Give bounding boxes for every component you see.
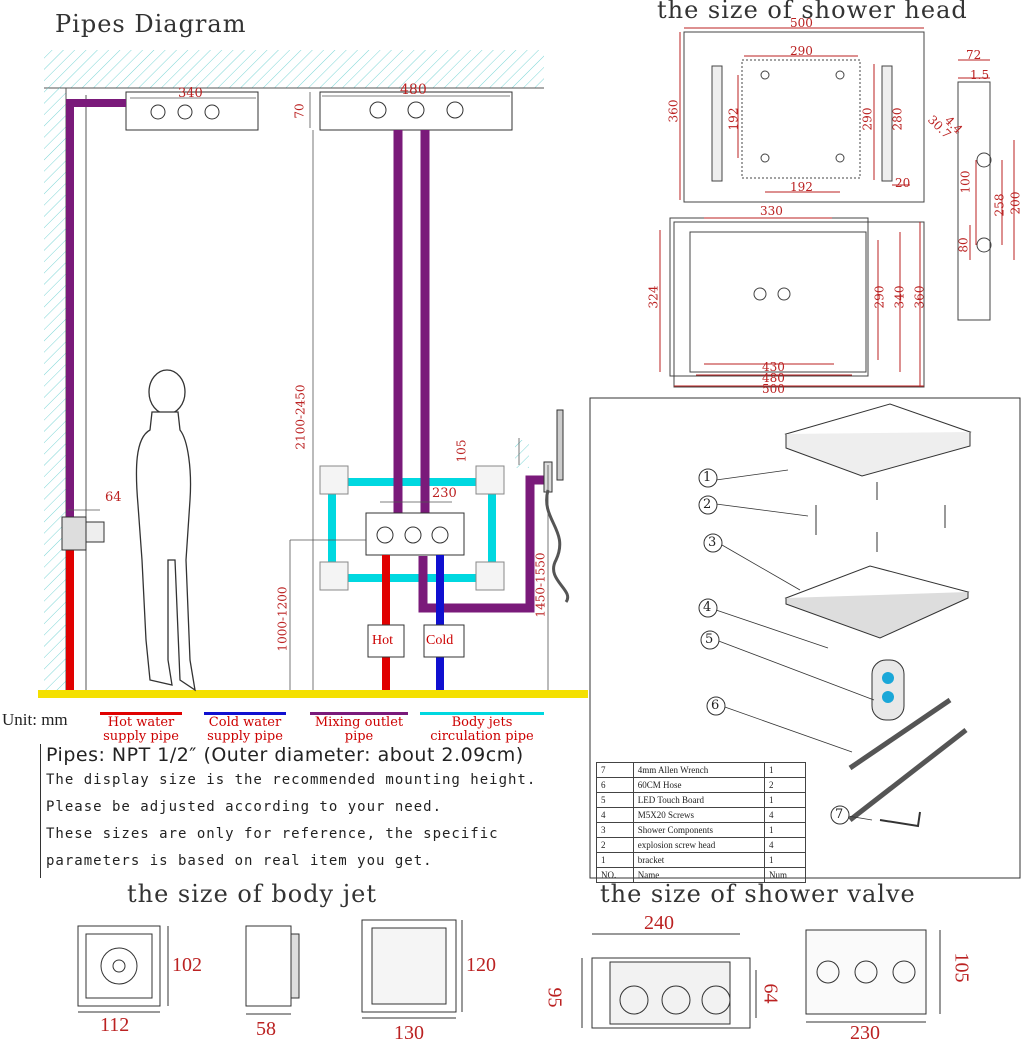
sh-dim-324: 324 xyxy=(646,285,661,309)
sh-dim-430: 430 xyxy=(762,360,785,374)
callout-6: 6 xyxy=(711,698,720,713)
cold-label: Cold xyxy=(426,633,454,648)
dim-230: 230 xyxy=(432,486,457,501)
legend-hot-water: Hot water supply pipe xyxy=(100,712,182,744)
legend-mixing-outlet: Mixing outlet pipe xyxy=(310,712,408,744)
exploded-parts xyxy=(784,403,972,828)
bj-dim-112: 112 xyxy=(100,1014,130,1036)
dim-70: 70 xyxy=(292,103,307,119)
shower-valve-size-title: the size of shower valve xyxy=(600,880,916,908)
large-head-top xyxy=(319,91,513,131)
pipes-diagram-title: Pipes Diagram xyxy=(55,10,247,38)
shower-head-side-view xyxy=(957,59,1015,321)
sh-dim-back-500: 500 xyxy=(762,382,785,396)
valve-dim-95: 95 xyxy=(543,987,566,1008)
legend-hot-line1: Hot water xyxy=(107,715,175,730)
unit-label: Unit: mm xyxy=(2,710,68,729)
sh-dim-480: 480 xyxy=(762,371,785,385)
sh-dim-20: 20 xyxy=(895,176,911,190)
dim-64: 64 xyxy=(105,490,122,505)
person-figure xyxy=(135,369,196,692)
valve-dim-240: 240 xyxy=(644,912,674,934)
valve-drawings xyxy=(581,929,941,1029)
sh-dim-290-v: 290 xyxy=(860,107,875,131)
legend: Hot water supply pipe Cold water supply … xyxy=(100,698,570,744)
dim-1000-1200: 1000-1200 xyxy=(275,586,290,652)
dim-105: 105 xyxy=(454,439,469,463)
sh-dim-192-v: 192 xyxy=(726,107,741,131)
shower-head-back-view xyxy=(659,217,925,388)
wall-hatch xyxy=(44,88,66,693)
sh-dim-back-360: 360 xyxy=(912,285,927,309)
sh-dim-80: 80 xyxy=(956,237,971,253)
sh-dim-280: 280 xyxy=(890,107,905,131)
hot-label: Hot xyxy=(372,633,393,648)
dim-1450-1550: 1450-1550 xyxy=(533,552,548,618)
sh-dim-100: 100 xyxy=(958,170,973,194)
legend-bodyjets-line2: circulation pipe xyxy=(430,729,534,744)
sh-dim-200: 200 xyxy=(1008,191,1023,215)
sh-dim-360: 360 xyxy=(666,99,681,123)
note-line-1: The display size is the recommended moun… xyxy=(46,772,537,788)
body-jet-size-title: the size of body jet xyxy=(127,880,378,908)
legend-mixing-line2: pipe xyxy=(344,729,374,744)
bj-dim-130: 130 xyxy=(394,1022,424,1044)
legend-mixing-line1: Mixing outlet xyxy=(314,715,404,730)
sh-dim-340: 340 xyxy=(892,285,907,309)
note-line-3: These sizes are only for reference, the … xyxy=(46,826,499,842)
valve-dim-230: 230 xyxy=(850,1022,880,1044)
note-line-2: Please be adjusted according to your nee… xyxy=(46,799,443,815)
sh-dim-330: 330 xyxy=(760,204,783,218)
callout-1: 1 xyxy=(703,470,712,485)
sh-dim-back-290: 290 xyxy=(872,285,887,309)
legend-cold-water: Cold water supply pipe xyxy=(204,712,286,744)
sh-dim-258: 258 xyxy=(992,193,1007,217)
valve-dim-64: 64 xyxy=(759,983,782,1004)
valve-dim-105: 105 xyxy=(950,952,973,983)
dim-340: 340 xyxy=(178,86,203,101)
shower-head-top-view xyxy=(679,27,925,203)
sh-dim-192-h: 192 xyxy=(790,180,813,194)
sh-dim-290: 290 xyxy=(790,44,813,58)
pipes-spec-note: Pipes: NPT 1/2″ (Outer diameter: about 2… xyxy=(46,744,524,766)
notes-rule xyxy=(40,744,41,878)
legend-bodyjets-line1: Body jets xyxy=(451,715,513,730)
bj-dim-120: 120 xyxy=(466,954,496,976)
note-line-4: parameters is based on real item you get… xyxy=(46,853,433,869)
callout-5: 5 xyxy=(705,632,714,647)
legend-body-jets: Body jets circulation pipe xyxy=(420,712,544,744)
valve-body xyxy=(365,512,465,556)
body-jet-drawings xyxy=(77,919,463,1019)
callout-3: 3 xyxy=(708,535,717,550)
dim-2100-2450: 2100-2450 xyxy=(293,384,308,450)
dim-480: 480 xyxy=(400,82,427,98)
callout-4: 4 xyxy=(703,600,712,615)
legend-cold-line2: supply pipe xyxy=(207,729,283,744)
bj-dim-58: 58 xyxy=(256,1018,276,1040)
ceiling-hatch xyxy=(44,50,544,88)
legend-hot-line2: supply pipe xyxy=(103,729,179,744)
callout-2: 2 xyxy=(703,497,712,512)
legend-cold-line1: Cold water xyxy=(208,715,282,730)
sh-dim-500: 500 xyxy=(790,16,813,30)
sh-dim-1-5: 1.5 xyxy=(970,68,990,82)
shower-head-size-title: the size of shower head xyxy=(657,0,968,24)
bj-dim-102: 102 xyxy=(172,954,202,976)
callout-7: 7 xyxy=(835,807,844,822)
sh-dim-72: 72 xyxy=(966,48,982,62)
